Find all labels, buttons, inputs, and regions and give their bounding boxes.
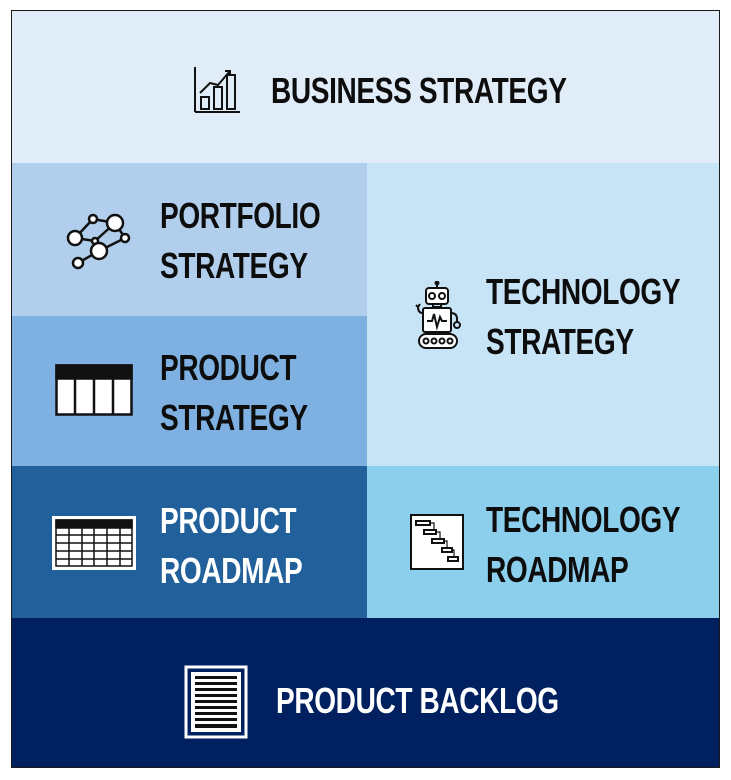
- portfolio-strategy-label: PORTFOLIO STRATEGY: [160, 191, 321, 291]
- business-strategy-label: BUSINESS STRATEGY: [271, 66, 567, 116]
- technology-roadmap-label: TECHNOLOGY ROADMAP: [486, 495, 681, 595]
- technology-roadmap-line-2: ROADMAP: [486, 549, 629, 590]
- bar-chart-icon: [192, 65, 242, 115]
- backlog-list-icon: [184, 665, 248, 739]
- columns-table-icon: [55, 364, 133, 416]
- strategy-diagram: BUSINESS STRATEGY: [11, 10, 720, 768]
- robot-icon: [415, 281, 463, 351]
- technology-roadmap-line-1: TECHNOLOGY: [486, 499, 681, 540]
- business-strategy-block: BUSINESS STRATEGY: [12, 11, 719, 163]
- product-backlog-block: PRODUCT BACKLOG: [12, 618, 719, 767]
- network-nodes-icon: [62, 213, 132, 271]
- technology-strategy-line-2: STRATEGY: [486, 321, 634, 362]
- portfolio-strategy-line-1: PORTFOLIO: [160, 195, 321, 236]
- product-roadmap-line-2: ROADMAP: [160, 550, 303, 591]
- product-strategy-block: PRODUCT STRATEGY: [12, 316, 367, 466]
- product-strategy-line-1: PRODUCT: [160, 347, 297, 388]
- technology-roadmap-block: TECHNOLOGY ROADMAP: [367, 466, 719, 618]
- product-roadmap-label: PRODUCT ROADMAP: [160, 496, 303, 596]
- product-strategy-line-2: STRATEGY: [160, 397, 308, 438]
- product-strategy-label: PRODUCT STRATEGY: [160, 343, 308, 443]
- grid-table-icon: [52, 516, 136, 570]
- product-roadmap-block: PRODUCT ROADMAP: [12, 466, 367, 618]
- gantt-chart-icon: [410, 514, 464, 570]
- technology-strategy-block: TECHNOLOGY STRATEGY: [367, 163, 719, 466]
- product-backlog-label: PRODUCT BACKLOG: [276, 676, 559, 726]
- portfolio-strategy-block: PORTFOLIO STRATEGY: [12, 163, 367, 316]
- portfolio-strategy-line-2: STRATEGY: [160, 245, 308, 286]
- technology-strategy-label: TECHNOLOGY STRATEGY: [486, 267, 681, 367]
- technology-strategy-line-1: TECHNOLOGY: [486, 271, 681, 312]
- business-strategy-line-1: BUSINESS STRATEGY: [271, 70, 567, 111]
- product-backlog-line-1: PRODUCT BACKLOG: [276, 680, 559, 721]
- product-roadmap-line-1: PRODUCT: [160, 500, 297, 541]
